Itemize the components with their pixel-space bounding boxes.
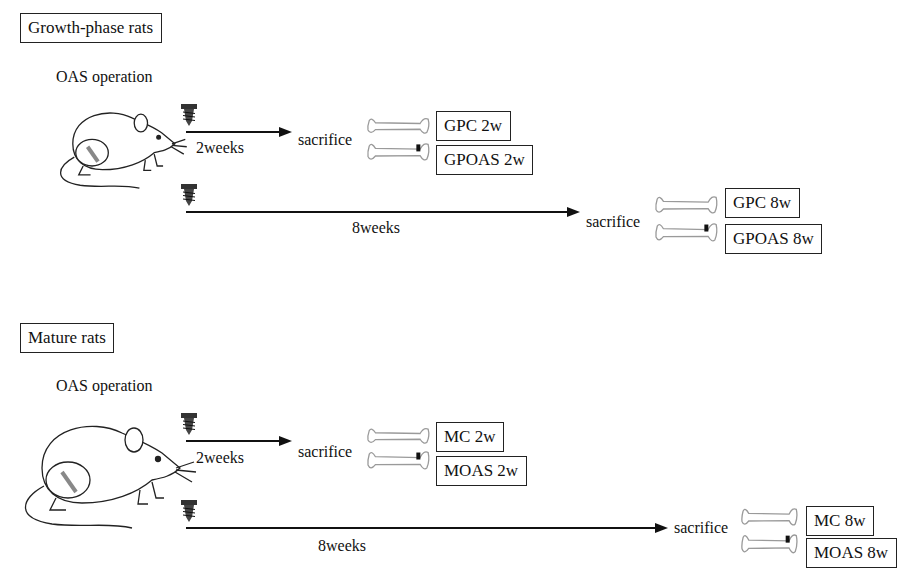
endpoint-label: sacrifice (586, 212, 640, 231)
duration-label: 8weeks (352, 218, 400, 237)
group-box: MC 8w (806, 506, 874, 536)
timeline-arrow (186, 131, 282, 133)
box-label: GPC 2w (444, 116, 503, 136)
box-label: MOAS 8w (814, 543, 889, 563)
arrow-head (567, 207, 580, 217)
screw-icon (181, 104, 197, 126)
timeline-arrow (186, 527, 658, 529)
duration-label: 2weeks (196, 138, 244, 157)
screw-icon (181, 184, 197, 206)
group-box: GPOAS 8w (725, 224, 822, 254)
arrow-head (279, 127, 292, 137)
femur-bone (656, 224, 717, 241)
rat-illustration (26, 426, 197, 528)
endpoint-label: sacrifice (298, 130, 352, 149)
femur-bone (368, 429, 429, 444)
box-label: GPOAS 8w (733, 229, 814, 249)
arrow-head (655, 523, 668, 533)
box-label: MC 8w (814, 511, 866, 531)
implant-mark (704, 225, 708, 232)
implant-mark (416, 144, 420, 151)
endpoint-label: sacrifice (674, 518, 728, 537)
screw-icon (181, 500, 197, 522)
box-label: MC 2w (444, 427, 496, 447)
femur-bone (368, 119, 429, 134)
duration-label: 8weeks (318, 536, 366, 555)
box-label: MOAS 2w (444, 461, 519, 481)
femur-bone (368, 452, 429, 469)
box-label: Mature rats (28, 328, 106, 348)
femur-bone (656, 197, 717, 213)
femur-bone (368, 144, 429, 160)
timeline-arrow (186, 211, 570, 213)
group-box: MC 2w (436, 422, 504, 452)
procedure-label: OAS operation (56, 376, 152, 395)
femur-bone (742, 535, 797, 553)
box-label: GPOAS 2w (444, 150, 525, 170)
arrow-head (279, 436, 292, 446)
group-box: GPOAS 2w (436, 145, 533, 175)
timeline-arrow (186, 440, 282, 442)
group-box: GPC 8w (725, 188, 800, 218)
group-box: GPC 2w (436, 111, 511, 141)
box-label: GPC 8w (733, 193, 792, 213)
rat-illustration (61, 113, 187, 188)
group-box: MOAS 8w (806, 538, 897, 568)
duration-label: 2weeks (196, 448, 244, 467)
femur-bone (742, 509, 797, 525)
section-title-box: Mature rats (20, 323, 114, 353)
section-title-box: Growth-phase rats (20, 13, 162, 43)
implant-mark (786, 536, 790, 543)
implant-mark (416, 453, 420, 460)
endpoint-label: sacrifice (298, 442, 352, 461)
group-box: MOAS 2w (436, 456, 527, 486)
procedure-label: OAS operation (56, 67, 152, 86)
box-label: Growth-phase rats (28, 18, 154, 38)
screw-icon (181, 413, 197, 435)
